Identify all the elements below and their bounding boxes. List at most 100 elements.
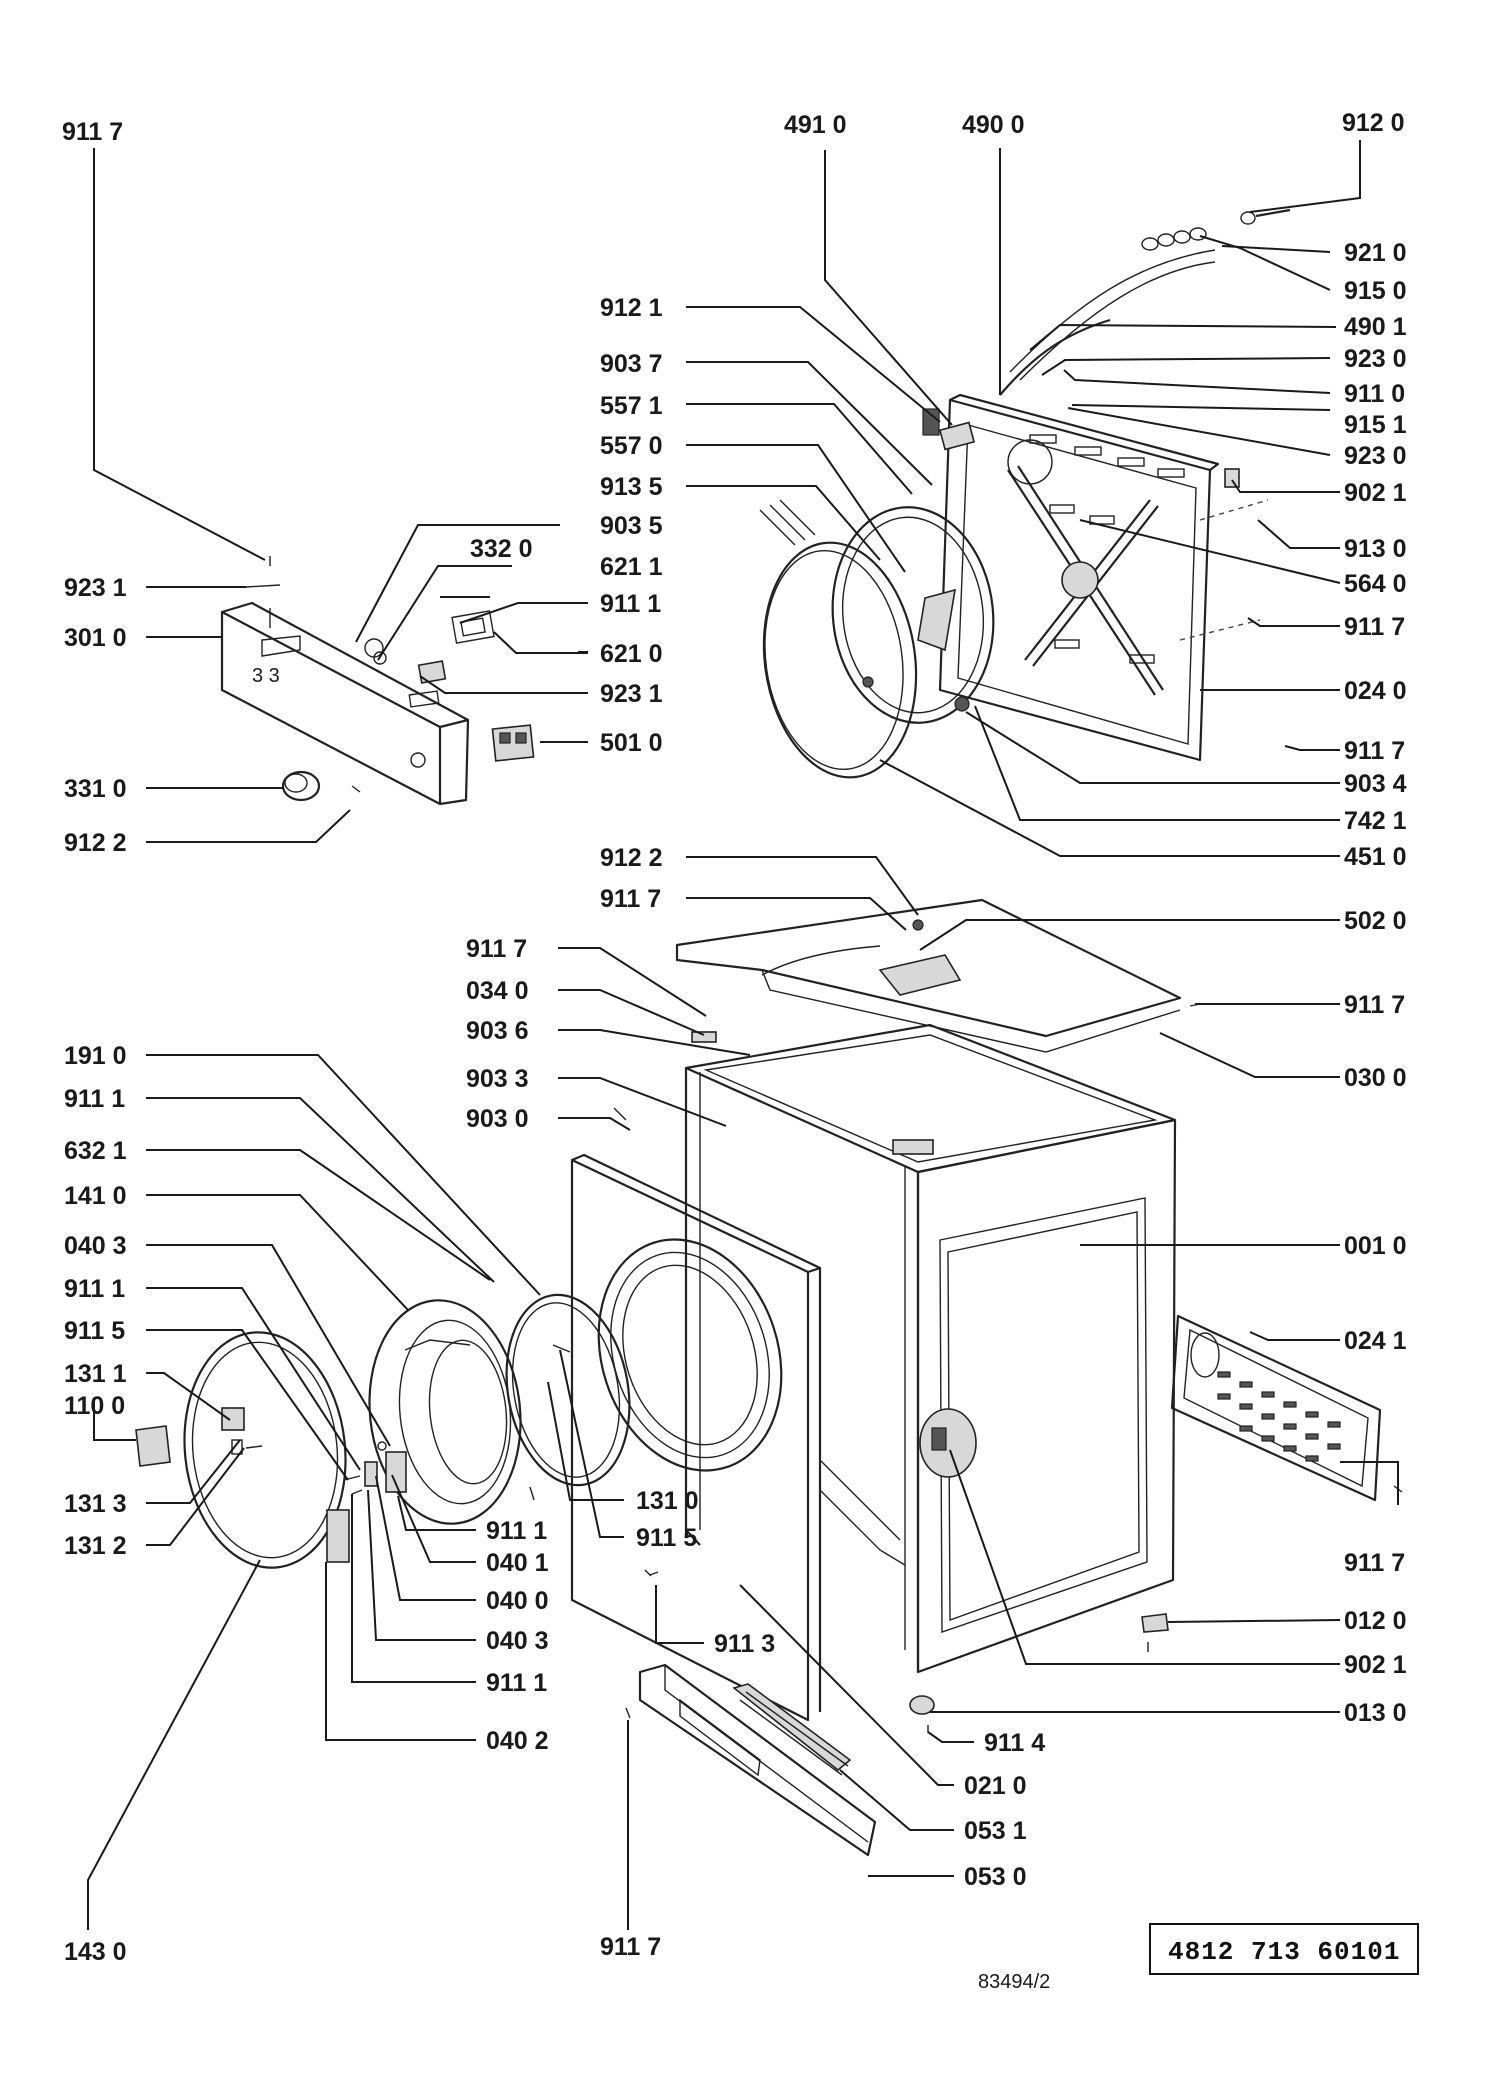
callout-9033: 903 3 — [466, 1065, 529, 1093]
callout-9113: 911 3 — [714, 1630, 775, 1658]
callout-9037: 903 7 — [600, 350, 663, 378]
callout-9111b: 911 1 — [64, 1085, 125, 1113]
callout-9120: 912 0 — [1342, 109, 1405, 137]
callout-9117-m1: 911 7 — [600, 885, 661, 913]
switch-part — [491, 724, 535, 762]
hardware-cluster-top — [1141, 208, 1291, 251]
leader-lines — [87, 140, 1399, 1930]
callout-0010: 001 0 — [1344, 1232, 1407, 1260]
callout-4910: 491 0 — [784, 111, 847, 139]
callout-9021b: 902 1 — [1344, 1651, 1407, 1679]
callout-9117-r2: 911 7 — [1344, 737, 1405, 765]
footer: 83494/2 4812 713 60101 — [978, 1923, 1419, 1993]
heating-element-part — [759, 499, 995, 779]
small-panel-parts — [245, 556, 495, 708]
knob-part — [281, 770, 361, 802]
callout-0130: 013 0 — [1344, 1699, 1407, 1727]
front-panel-part — [570, 1153, 822, 1722]
callout-3010: 301 0 — [64, 624, 127, 652]
parts-drawing — [135, 208, 1403, 1857]
callout-4900: 490 0 — [962, 111, 1025, 139]
callout-9111c: 911 1 — [64, 1275, 125, 1303]
callout-9117-tl: 911 7 — [62, 118, 123, 146]
reference-box — [1149, 1923, 1419, 1975]
callout-0120: 012 0 — [1344, 1607, 1407, 1635]
callout-9121: 912 1 — [600, 294, 663, 322]
callout-9115a: 911 5 — [64, 1317, 125, 1345]
reference-number: 4812 713 60101 — [1168, 1937, 1400, 1967]
callout-7421: 742 1 — [1344, 807, 1407, 835]
callout-5640: 564 0 — [1344, 570, 1407, 598]
callout-9135: 913 5 — [600, 473, 663, 501]
callout-labels: 911 7 491 0 490 0 912 0 921 0 915 0 912 … — [62, 109, 1407, 1966]
callout-5571: 557 1 — [600, 392, 663, 420]
callout-9036: 903 6 — [466, 1017, 529, 1045]
callout-0400: 040 0 — [486, 1587, 549, 1615]
door-handle-part — [135, 1425, 171, 1467]
outer-door-part — [183, 1331, 347, 1569]
callout-1410: 141 0 — [64, 1182, 127, 1210]
feet-parts — [613, 1031, 1403, 1733]
callout-0241: 024 1 — [1344, 1327, 1407, 1355]
callout-0530: 053 0 — [964, 1863, 1027, 1891]
callout-9111a: 911 1 — [600, 590, 661, 618]
drawing-number: 83494/2 — [978, 1971, 1050, 1993]
callout-9150: 915 0 — [1344, 277, 1407, 305]
callout-4510: 451 0 — [1344, 843, 1407, 871]
callout-9117-r1: 911 7 — [1344, 613, 1405, 641]
control-panel-part — [220, 601, 470, 806]
callout-5010: 501 0 — [600, 729, 663, 757]
callout-3320: 332 0 — [470, 535, 533, 563]
callout-5570: 557 0 — [600, 432, 663, 460]
callout-9111e: 911 1 — [486, 1669, 547, 1697]
callout-9110: 911 0 — [1344, 380, 1405, 408]
side-duct-part — [1170, 1314, 1382, 1502]
callout-9117-b: 911 7 — [600, 1933, 661, 1961]
callout-9111d: 911 1 — [486, 1517, 547, 1545]
callout-9114: 911 4 — [984, 1729, 1045, 1757]
callout-0340: 034 0 — [466, 977, 529, 1005]
plinth-part — [638, 1663, 877, 1857]
callout-0401: 040 1 — [486, 1549, 549, 1577]
callout-9122a: 912 2 — [64, 829, 127, 857]
callout-9230b: 923 0 — [1344, 442, 1407, 470]
callout-9117-r4: 911 7 — [1344, 1549, 1405, 1577]
callout-9115b: 911 5 — [636, 1524, 697, 1552]
callout-0531: 053 1 — [964, 1817, 1027, 1845]
callout-6211: 621 1 — [600, 553, 663, 581]
callout-3310: 331 0 — [64, 775, 127, 803]
callout-1311: 131 1 — [64, 1360, 127, 1388]
hinge-parts — [326, 1441, 659, 1576]
callout-1430: 143 0 — [64, 1938, 127, 1966]
callout-9117-r3: 911 7 — [1344, 991, 1405, 1019]
callout-9230a: 923 0 — [1344, 345, 1407, 373]
panel-marking: 3 3 — [252, 665, 280, 687]
callout-6321: 632 1 — [64, 1137, 127, 1165]
callout-9021a: 902 1 — [1344, 479, 1407, 507]
callout-0403b: 040 3 — [486, 1627, 549, 1655]
callout-9210: 921 0 — [1344, 239, 1407, 267]
callout-0210: 021 0 — [964, 1772, 1027, 1800]
callout-9034: 903 4 — [1344, 770, 1407, 798]
callout-1312: 131 2 — [64, 1532, 127, 1560]
callout-0402: 040 2 — [486, 1727, 549, 1755]
callout-9231a: 923 1 — [64, 574, 127, 602]
callout-4901: 490 1 — [1344, 313, 1407, 341]
callout-1313: 131 3 — [64, 1490, 127, 1518]
callout-6210: 621 0 — [600, 640, 663, 668]
callout-9117-m2: 911 7 — [466, 935, 527, 963]
callout-1310: 131 0 — [636, 1487, 699, 1515]
callout-0300: 030 0 — [1344, 1064, 1407, 1092]
callout-9035: 903 5 — [600, 512, 663, 540]
callout-0403a: 040 3 — [64, 1232, 127, 1260]
top-cover-part — [675, 898, 1201, 1053]
cabinet-part — [684, 1023, 1177, 1674]
callout-9130: 913 0 — [1344, 535, 1407, 563]
callout-5020: 502 0 — [1344, 907, 1407, 935]
callout-0240: 024 0 — [1344, 677, 1407, 705]
inner-door-part — [368, 1299, 522, 1525]
callout-9030: 903 0 — [466, 1105, 529, 1133]
callout-9231b: 923 1 — [600, 680, 663, 708]
callout-9122b: 912 2 — [600, 844, 663, 872]
